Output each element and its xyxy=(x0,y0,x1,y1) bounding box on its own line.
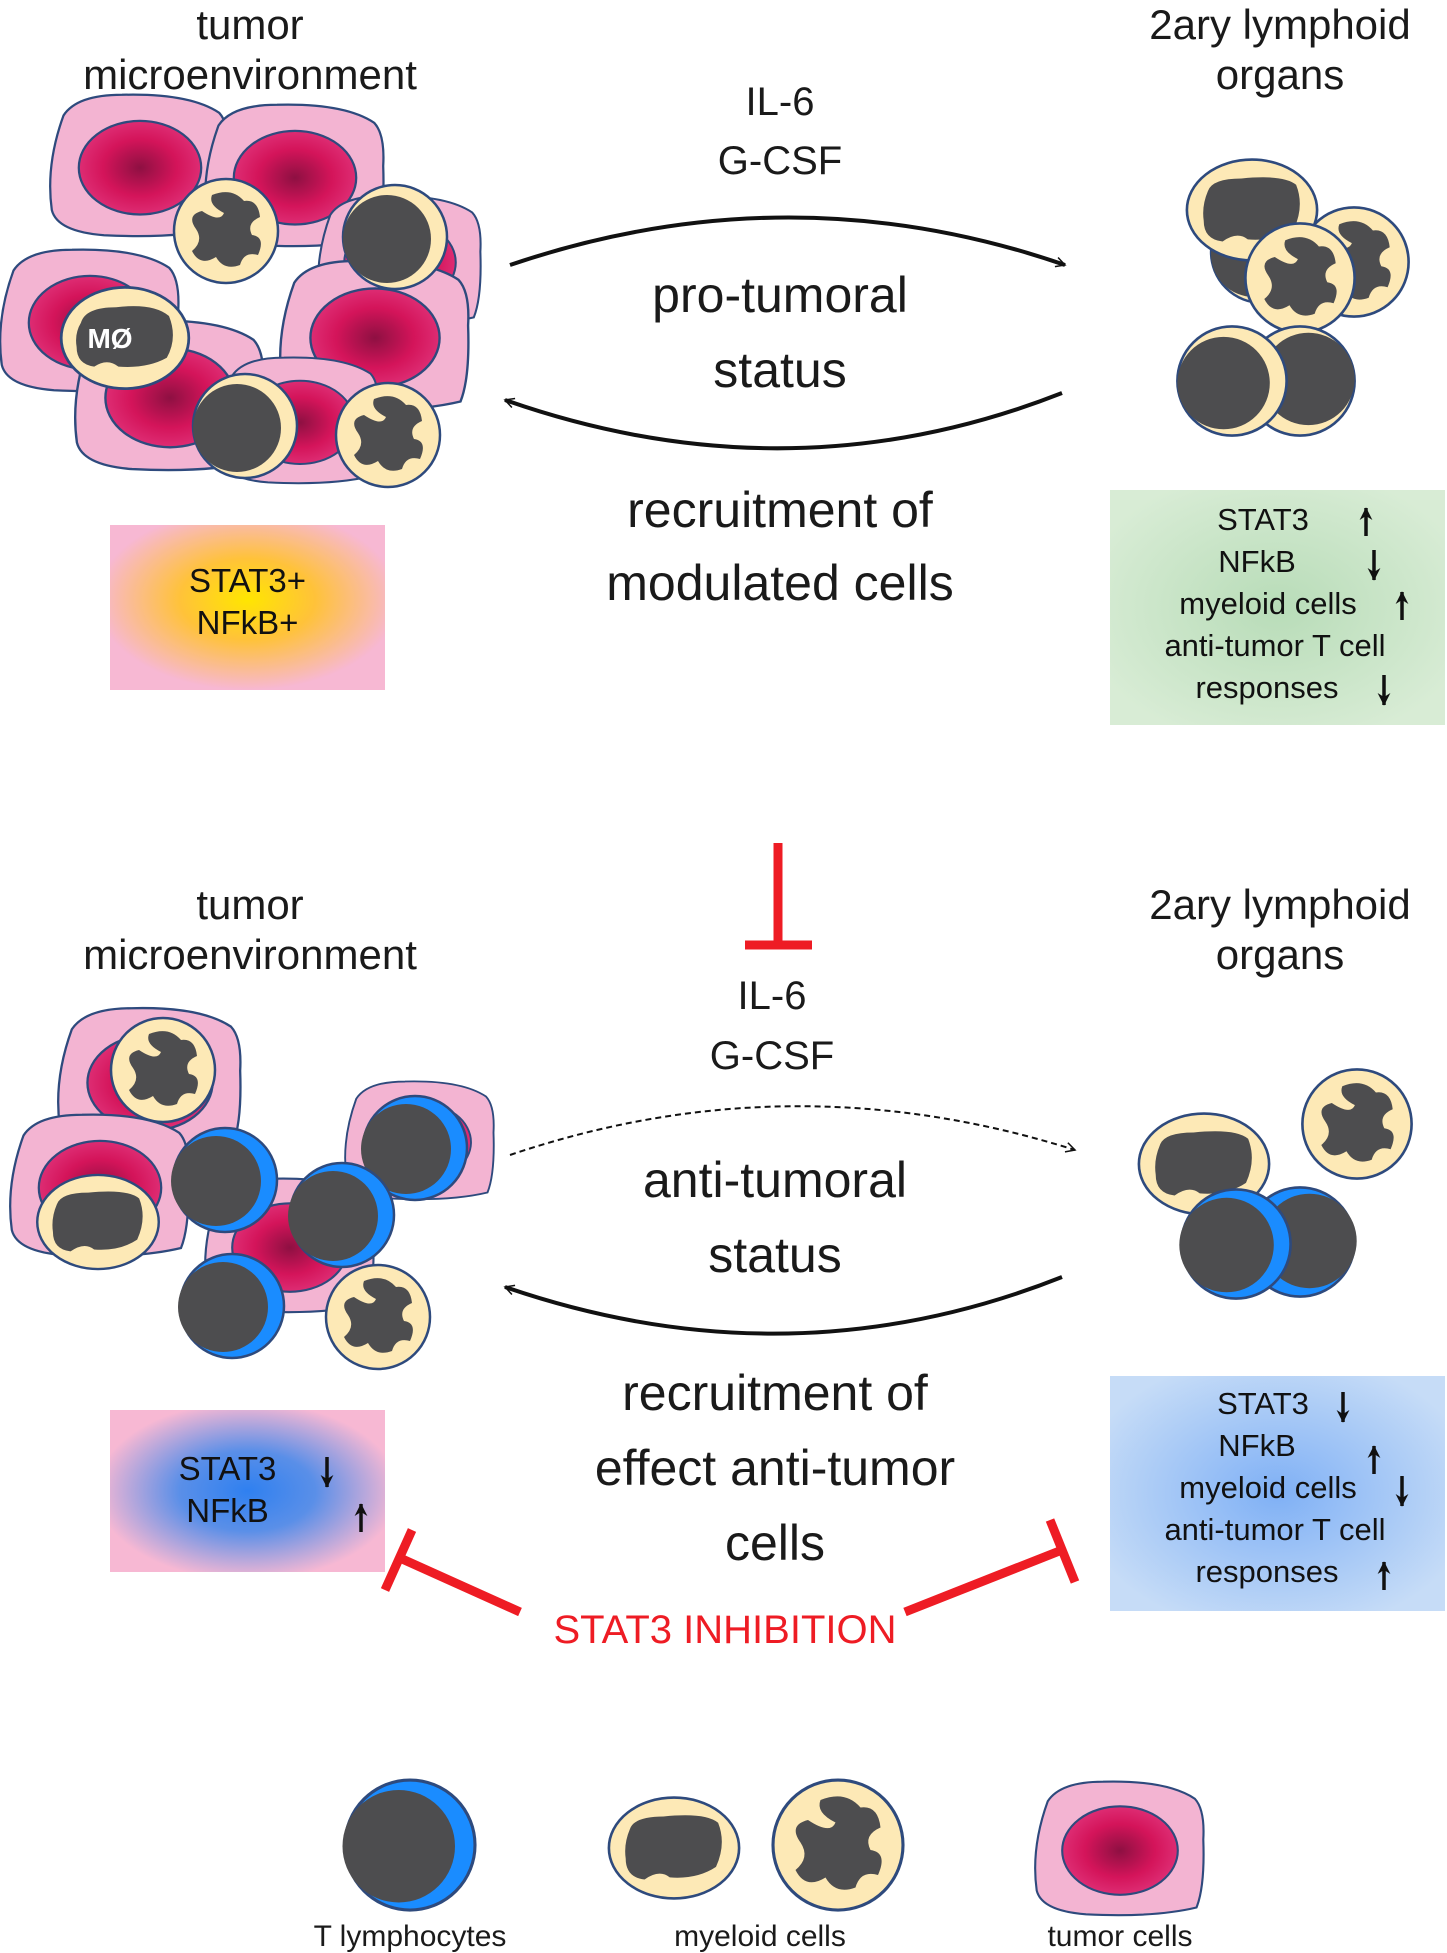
bottom-recruit-line1: recruitment of xyxy=(622,1365,928,1421)
top-lymphoid-title: 2ary lymphoid organs xyxy=(1149,1,1411,98)
bottom-left-signal-box xyxy=(110,1410,385,1572)
top-status-line1: pro-tumoral xyxy=(652,267,908,323)
macrophage-label: MØ xyxy=(87,323,132,354)
legend-t-lymphocyte xyxy=(340,1778,477,1912)
bottom-cytokine-il6: IL-6 xyxy=(737,974,807,1018)
stat3-inhibition-left xyxy=(380,1528,522,1617)
top-status-line2: status xyxy=(713,342,847,398)
top-left-box-text: STAT3+ NFkB+ xyxy=(188,562,307,641)
top-tumor-title: tumor microenvironment xyxy=(83,1,417,98)
bottom-cytokine-gcsf: G-CSF xyxy=(709,1034,835,1078)
bottom-recruit-line3: cells xyxy=(724,1515,826,1571)
legend-label-myeloid-cells: myeloid cells xyxy=(674,1920,846,1953)
legend-myeloid-cells xyxy=(607,1778,905,1912)
top-right-box-arrows xyxy=(1359,507,1409,706)
bottom-left-box-text: STAT3 NFkB xyxy=(178,1450,277,1529)
top-recruit-line1: recruitment of xyxy=(627,482,933,538)
bottom-arrow-to-lymphoid-dashed xyxy=(509,1105,1077,1156)
top-cytokine-il6: IL-6 xyxy=(745,80,815,124)
stat3-inhibition-right xyxy=(903,1518,1080,1617)
top-cytokine-gcsf: G-CSF xyxy=(717,139,843,183)
stat3-inhibition-label: STAT3 INHIBITION xyxy=(553,1608,897,1652)
bottom-right-box-arrows xyxy=(1336,1392,1409,1590)
bottom-right-box-text: STAT3 NFkB myeloid cells anti-tumor T ce… xyxy=(1164,1386,1386,1589)
top-right-box-text: STAT3 NFkB myeloid cells anti-tumor T ce… xyxy=(1164,502,1386,705)
bottom-tumor-cluster xyxy=(9,1006,495,1371)
top-arrow-to-lymphoid xyxy=(509,215,1067,268)
bottom-lymphoid-cells xyxy=(1137,1068,1413,1300)
bottom-arrow-to-tumor xyxy=(503,1275,1063,1336)
top-recruit-line2: modulated cells xyxy=(606,555,954,611)
bottom-lymphoid-title: 2ary lymphoid organs xyxy=(1149,881,1411,978)
bottom-status-line1: anti-tumoral xyxy=(643,1152,907,1208)
legend-tumor-cell xyxy=(1034,1780,1205,1917)
bottom-left-box-arrows xyxy=(320,1457,368,1532)
legend-label-t-lymphocytes: T lymphocytes xyxy=(313,1920,507,1953)
center-inhibition-symbol xyxy=(745,843,812,950)
legend-label-tumor-cells: tumor cells xyxy=(1047,1920,1193,1953)
top-tumor-cluster xyxy=(0,93,482,489)
top-lymphoid-cells xyxy=(1176,158,1410,437)
top-left-signal-box xyxy=(110,525,385,690)
bottom-recruit-line2: effect anti-tumor xyxy=(594,1440,956,1496)
bottom-tumor-title: tumor microenvironment xyxy=(83,881,417,978)
top-right-signal-box xyxy=(1110,490,1445,725)
bottom-status-line2: status xyxy=(708,1227,842,1283)
top-arrow-to-tumor xyxy=(503,391,1063,451)
